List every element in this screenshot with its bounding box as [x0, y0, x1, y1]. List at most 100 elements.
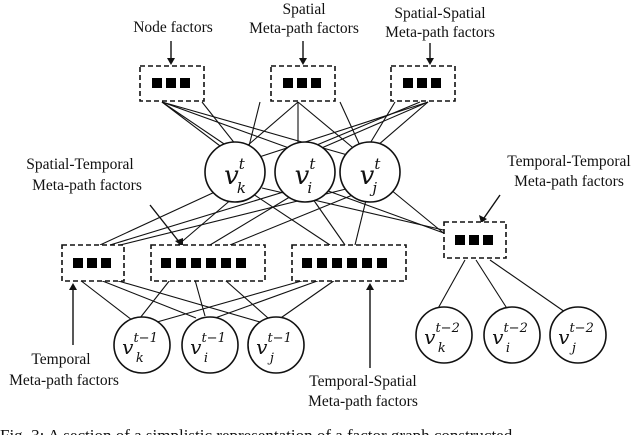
factor-box-temporal-spatial [291, 244, 407, 282]
node-circle [415, 306, 473, 364]
label-spatial-spatial-line1: Spatial-Spatial [394, 5, 485, 22]
arrowhead [175, 238, 183, 247]
edge [114, 279, 261, 323]
edge [99, 184, 231, 246]
edge [161, 101, 359, 159]
label-spatial-line2: Meta-path factors [249, 20, 359, 37]
node-circle [204, 141, 266, 203]
edge [161, 101, 301, 153]
label-arrows [69, 41, 501, 368]
factor-square [206, 258, 216, 268]
edge [339, 101, 363, 151]
factor-square [221, 258, 231, 268]
edge [249, 191, 331, 246]
factor-square [101, 258, 111, 268]
edge [79, 279, 133, 321]
label-node-factors: Node factors [133, 19, 213, 36]
label-temporal-temporal-line2: Meta-path factors [514, 173, 624, 190]
node-circle [247, 316, 305, 374]
factor-box-node [139, 65, 205, 102]
label-spatial-temporal-line1: Spatial-Temporal [26, 156, 133, 173]
edge [214, 279, 321, 319]
edge [109, 189, 291, 246]
node-circle [483, 306, 541, 364]
edge [229, 191, 361, 246]
label-temporal-temporal-line1: Temporal-Temporal [507, 153, 631, 170]
factor-square [311, 78, 321, 88]
edge [384, 184, 453, 241]
temporal-temporal-arrow [483, 194, 501, 219]
figure-caption: Fig. 3: A section of a simplistic repres… [0, 426, 513, 435]
factor-square [297, 78, 307, 88]
label-temporal-line2: Meta-path factors [9, 372, 119, 389]
arrowhead [69, 283, 77, 290]
edge [209, 191, 299, 246]
edge [475, 259, 509, 311]
edge [224, 279, 269, 319]
factor-square [483, 235, 493, 245]
factor-square [455, 235, 465, 245]
edge [299, 101, 421, 153]
node-circle [113, 316, 171, 374]
arrowhead [299, 58, 307, 65]
factor-square [403, 78, 413, 88]
factor-square [87, 258, 97, 268]
edge [309, 101, 429, 154]
edges [79, 101, 566, 325]
label-temporal-spatial-line2: Meta-path factors [308, 393, 418, 410]
factor-square [283, 78, 293, 88]
factor-square [166, 78, 176, 88]
factor-box-spatial-spatial [390, 65, 456, 102]
factor-square [431, 78, 441, 88]
factor-square [362, 258, 372, 268]
edge [274, 279, 336, 323]
factor-box-spatial [270, 65, 336, 102]
factor-square [180, 78, 190, 88]
arrowhead [167, 58, 175, 65]
label-temporal-line1: Temporal [31, 351, 90, 368]
factor-square [161, 258, 171, 268]
edge [249, 101, 429, 161]
node-circle [274, 141, 336, 203]
arrowhead [426, 58, 434, 65]
arrowhead [479, 215, 487, 223]
factor-square [347, 258, 357, 268]
factor-square [377, 258, 387, 268]
arrowhead [366, 283, 374, 290]
label-temporal-spatial-line1: Temporal-Spatial [309, 373, 416, 390]
factor-square [317, 258, 327, 268]
label-spatial-line1: Spatial [282, 1, 325, 18]
factor-square [417, 78, 427, 88]
factor-square [236, 258, 246, 268]
edge [435, 259, 466, 313]
edge [319, 187, 453, 237]
node-circle [181, 316, 239, 374]
factor-box-spatial-temporal [150, 244, 266, 282]
factor-square [302, 258, 312, 268]
edge [297, 101, 359, 153]
factor-square [191, 258, 201, 268]
factor-square [469, 235, 479, 245]
label-spatial-spatial-line2: Meta-path factors [385, 24, 495, 41]
factor-box-temporal-temporal [443, 221, 507, 259]
node-circle [339, 141, 401, 203]
factor-square [73, 258, 83, 268]
spatial-temporal-arrow [149, 204, 181, 244]
edge [139, 279, 171, 319]
edge [149, 279, 306, 325]
factor-square [176, 258, 186, 268]
factor-square [332, 258, 342, 268]
edge [194, 279, 206, 317]
